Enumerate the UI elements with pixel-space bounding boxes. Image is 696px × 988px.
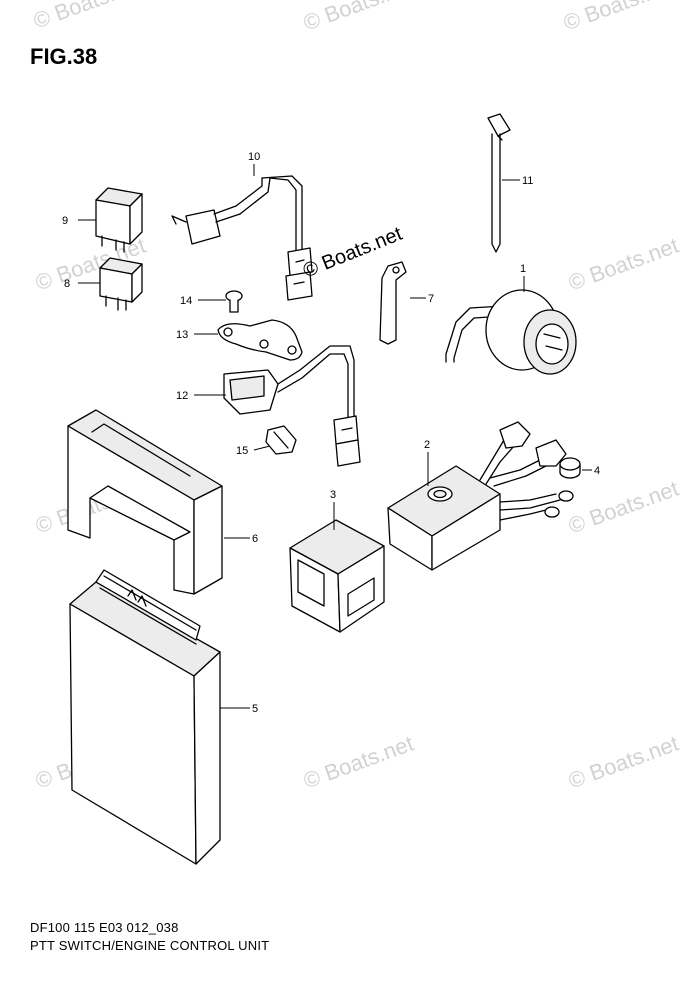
- callout-7: 7: [428, 293, 434, 305]
- callout-2: 2: [424, 439, 430, 451]
- cover-part-6[interactable]: [67, 409, 223, 595]
- cap-part-4[interactable]: [559, 457, 581, 479]
- relay-part-8[interactable]: [99, 257, 143, 311]
- callout-10: 10: [248, 151, 260, 163]
- relay-part-9[interactable]: [95, 187, 143, 253]
- callout-3: 3: [330, 489, 336, 501]
- switch-part-1[interactable]: [445, 289, 577, 375]
- callout-15: 15: [236, 445, 248, 457]
- callout-14: 14: [180, 295, 192, 307]
- callout-6: 6: [252, 533, 258, 545]
- callout-11: 11: [522, 175, 533, 187]
- diagram-code: DF100 115 E03 012_038: [30, 920, 179, 935]
- callout-9: 9: [62, 215, 68, 227]
- diagram-caption: PTT SWITCH/ENGINE CONTROL UNIT: [30, 938, 270, 953]
- switch-assembly-part-12[interactable]: [223, 345, 361, 467]
- callout-12: 12: [176, 390, 188, 402]
- module-part-3[interactable]: [289, 519, 385, 633]
- callout-13: 13: [176, 329, 188, 341]
- callout-4: 4: [594, 465, 600, 477]
- module-part-2[interactable]: [387, 421, 574, 571]
- cable-tie-part-11[interactable]: [487, 113, 511, 253]
- callout-5: 5: [252, 703, 258, 715]
- figure-title: FIG.38: [30, 44, 98, 69]
- control-unit-part-5[interactable]: [69, 569, 221, 865]
- bracket-part-13[interactable]: [217, 319, 303, 361]
- bolt-part-14[interactable]: [225, 290, 243, 313]
- harness-switch-part-10[interactable]: [171, 175, 313, 301]
- callout-1: 1: [520, 263, 526, 275]
- clip-part-15[interactable]: [265, 425, 297, 455]
- callout-labels: 10 11 9 8 14 7 1 13 12 15 2 4 3 6 5: [62, 151, 600, 715]
- leader-lines: [78, 164, 592, 709]
- callout-8: 8: [64, 278, 70, 290]
- clamp-part-7[interactable]: [379, 261, 407, 345]
